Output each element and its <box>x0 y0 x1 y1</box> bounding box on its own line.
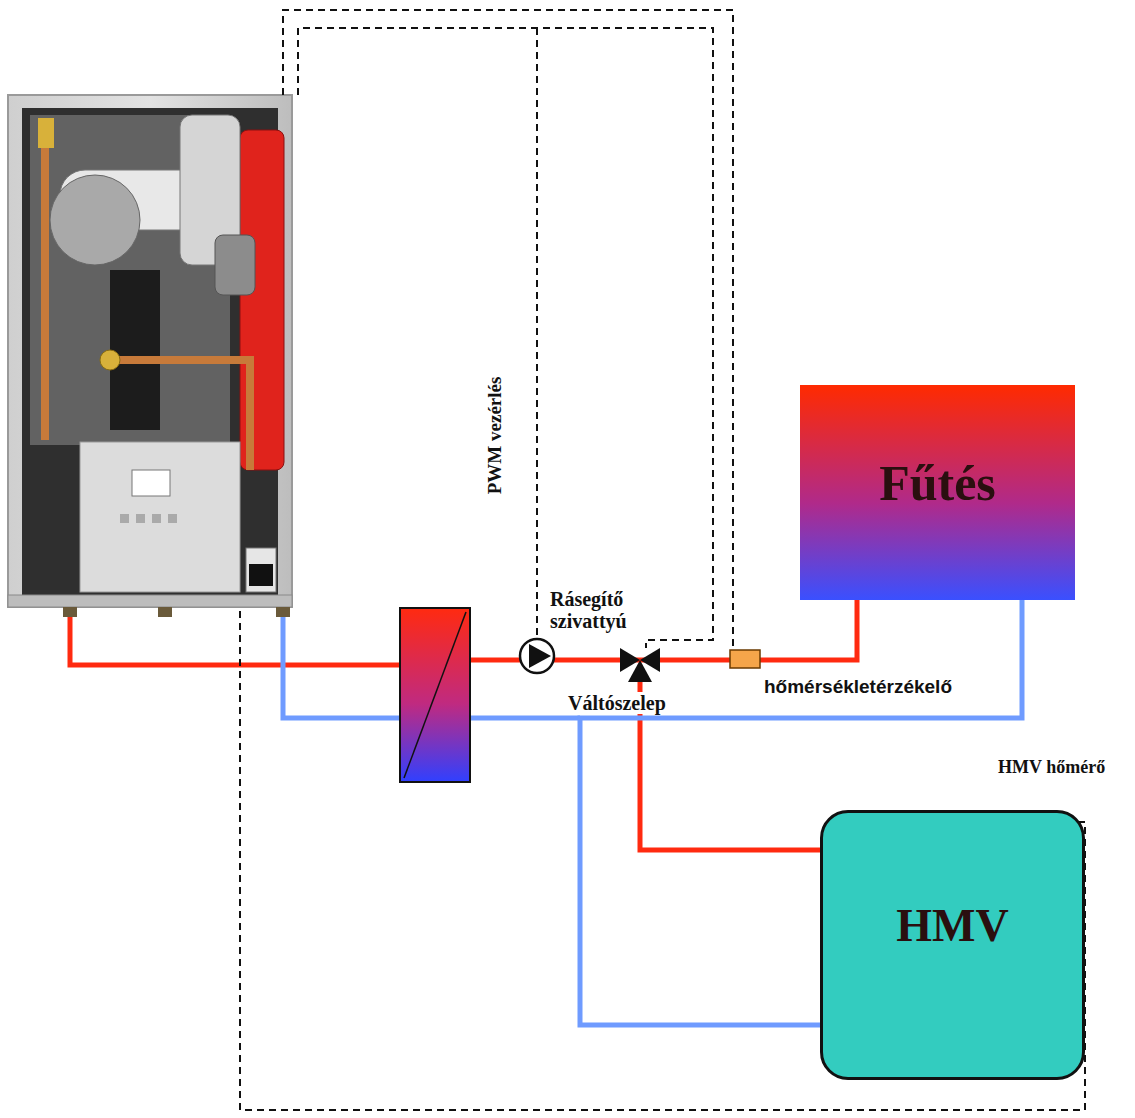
heating-box: Fűtés <box>800 385 1075 600</box>
sensor-label: HMV hőmérő <box>996 758 1107 778</box>
pump-label: Rásegítő szivattyú <box>548 588 652 632</box>
node-title: HMV <box>896 899 1008 952</box>
valve-label: Váltószelep <box>566 692 668 714</box>
temperature-sensor <box>730 650 760 668</box>
node-title: Fűtés <box>879 454 996 512</box>
heat-exchanger <box>400 608 470 782</box>
sensor-label: hőmérsékletérzékelő <box>762 677 954 698</box>
signal-label: PWM vezérlés <box>486 374 507 496</box>
pipework <box>70 600 857 850</box>
control-wires <box>240 10 1085 1110</box>
pump-symbol <box>520 639 554 673</box>
three-way-valve <box>620 648 660 682</box>
dhw-tank: HMV <box>820 810 1085 1080</box>
boiler-illustration <box>8 95 292 617</box>
